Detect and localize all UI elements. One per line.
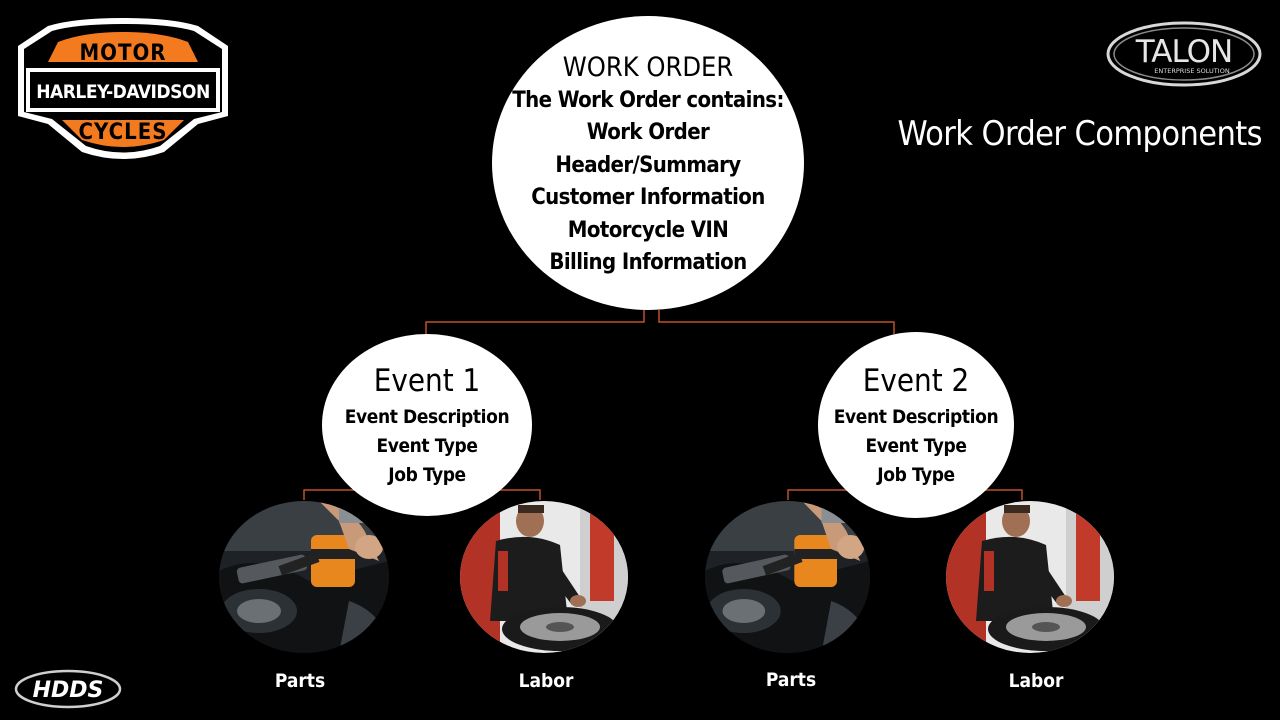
event-2-node: Event 2 Event Description Event Type Job…: [818, 332, 1014, 518]
event-line: Event Description: [833, 405, 999, 428]
event-title: Event 1: [373, 362, 481, 399]
slide-title: Work Order Components: [897, 114, 1263, 154]
talon-logo: TALON ENTERPRISE SOLUTION: [1106, 21, 1262, 87]
work-order-title: WORK ORDER: [562, 51, 734, 83]
oil-pouring-photo: [219, 501, 389, 653]
harley-middle-text: HARLEY-DAVIDSON: [36, 81, 210, 103]
harley-davidson-logo: MOTOR HARLEY-DAVIDSON CYCLES: [18, 18, 228, 159]
work-order-line: The Work Order contains:: [512, 87, 784, 113]
labor-label: Labor: [518, 670, 574, 692]
harley-bottom-text: CYCLES: [79, 120, 168, 145]
event-line: Event Description: [344, 405, 510, 428]
connector-wo-event2: [658, 310, 895, 334]
event-line: Event Type: [865, 434, 967, 457]
work-order-line: Header/Summary: [555, 152, 741, 178]
talon-name: TALON: [1135, 34, 1233, 70]
event-1-node: Event 1 Event Description Event Type Job…: [322, 334, 532, 516]
harley-top-text: MOTOR: [79, 41, 166, 66]
event-line: Event Type: [376, 434, 478, 457]
hdds-logo: HDDS: [14, 669, 122, 709]
work-order-line: Billing Information: [549, 250, 747, 275]
talon-tagline: ENTERPRISE SOLUTION: [1154, 67, 1230, 75]
oil-pouring-photo: [705, 501, 870, 653]
connector-wo-event1: [425, 310, 645, 336]
work-order-line: Motorcycle VIN: [567, 217, 729, 243]
work-order-node: WORK ORDER The Work Order contains: Work…: [492, 16, 804, 310]
labor-label: Labor: [1008, 670, 1064, 692]
mechanic-tire-photo: [460, 501, 628, 653]
work-order-line: Work Order: [586, 120, 710, 145]
event-line: Job Type: [877, 463, 955, 486]
parts-label: Parts: [274, 670, 326, 692]
event-line: Job Type: [388, 463, 466, 486]
parts-label: Parts: [765, 669, 817, 691]
work-order-line: Customer Information: [531, 185, 765, 210]
hdds-name: HDDS: [33, 678, 104, 703]
mechanic-tire-photo: [946, 501, 1114, 653]
event-title: Event 2: [862, 362, 970, 399]
